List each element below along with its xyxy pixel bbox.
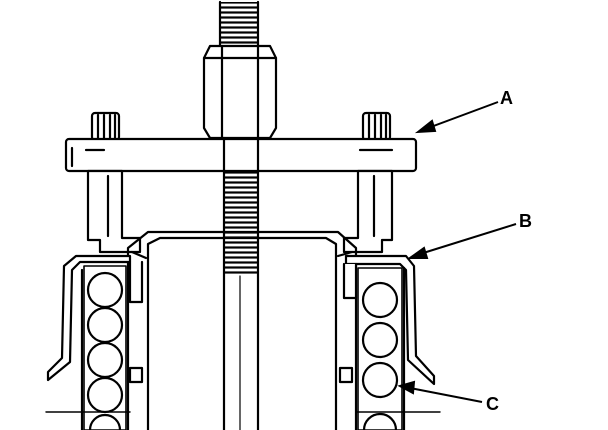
leader-arrow-a xyxy=(414,101,499,134)
callout-label-c: C xyxy=(486,394,499,414)
hex-nut xyxy=(202,44,278,140)
right-bearing-housing xyxy=(344,254,436,386)
callout-label-a: A xyxy=(500,88,513,108)
leader-arrow-c xyxy=(397,380,483,403)
puller-crossbar xyxy=(64,137,418,173)
right-bearing-balls xyxy=(338,267,403,430)
bolt-shaft xyxy=(222,136,260,430)
right-puller-jaw xyxy=(342,169,394,254)
leader-arrow-b xyxy=(406,223,517,259)
left-puller-jaw xyxy=(86,169,142,254)
callout-label-b: B xyxy=(519,211,532,231)
bolt-threaded-top xyxy=(218,0,260,48)
right-screw-head xyxy=(361,111,392,142)
left-screw-head xyxy=(90,111,121,142)
